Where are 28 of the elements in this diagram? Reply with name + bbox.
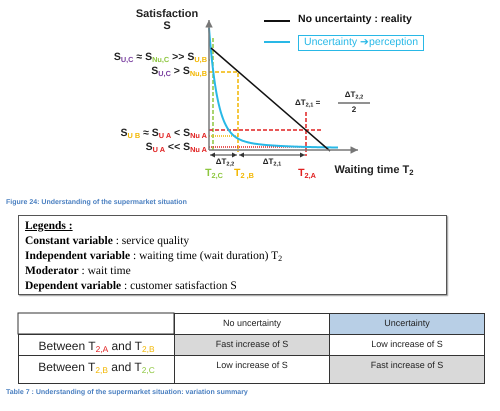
relation-label: S$_{U,C}$ ≈ S$_{Nu,C}$ >> S$_{U,B}$ [114,52,207,64]
table-cell: Between T$_{2,B}$ and T$_{2,C}$ [18,355,175,384]
formula-text: ΔT$_{2,2}$ [344,91,364,101]
axis-title: Satisfaction S [134,8,200,32]
relation-label: S$_{U B}$ ≈ S$_{U A}$ < S$_{Nu A}$ [120,128,207,140]
dimension-label: ΔT$_{2,2}$ [216,158,234,168]
legend-text-box [18,215,447,295]
legend-heading: Legends : [25,219,74,234]
tick-label: T$_{2 ,B}$ [234,168,254,180]
table-cell: Uncertainty [329,313,485,335]
table-cell: Fast increase of S [174,334,330,356]
axis-title: Waiting time T$_{2}$ [334,164,414,178]
table-cell: Between T$_{2,A}$ and T$_{2,B}$ [18,334,175,356]
table-cell: Fast increase of S [329,355,485,384]
definition-text: Dependent variable : customer satisfaction S [25,279,238,294]
tick-label: T$_{2,A}$ [298,168,316,180]
formula-text: ΔT$_{2,1}$ = [295,99,320,109]
definition-text: Constant variable : service quality [25,234,190,249]
legend-text: Uncertainty ➔perception [298,35,424,51]
tick-label: T$_{2,C}$ [205,168,223,180]
dimension-label: ΔT$_{2,1}$ [262,158,282,168]
definition-text: Moderator : wait time [25,264,132,280]
definition-text: Independent variable : waiting time (wait duration) T$_{2}$ [25,248,284,264]
table-cell: No uncertainty [174,313,330,335]
legend-text: No uncertainty : reality [298,14,412,26]
relation-label: S$_{U,C}$ > S$_{Nu,B}$ [151,66,207,78]
relation-label: S$_{U A}$ << S$_{Nu A}$ [146,142,207,154]
formula-text: 2 [352,106,356,115]
